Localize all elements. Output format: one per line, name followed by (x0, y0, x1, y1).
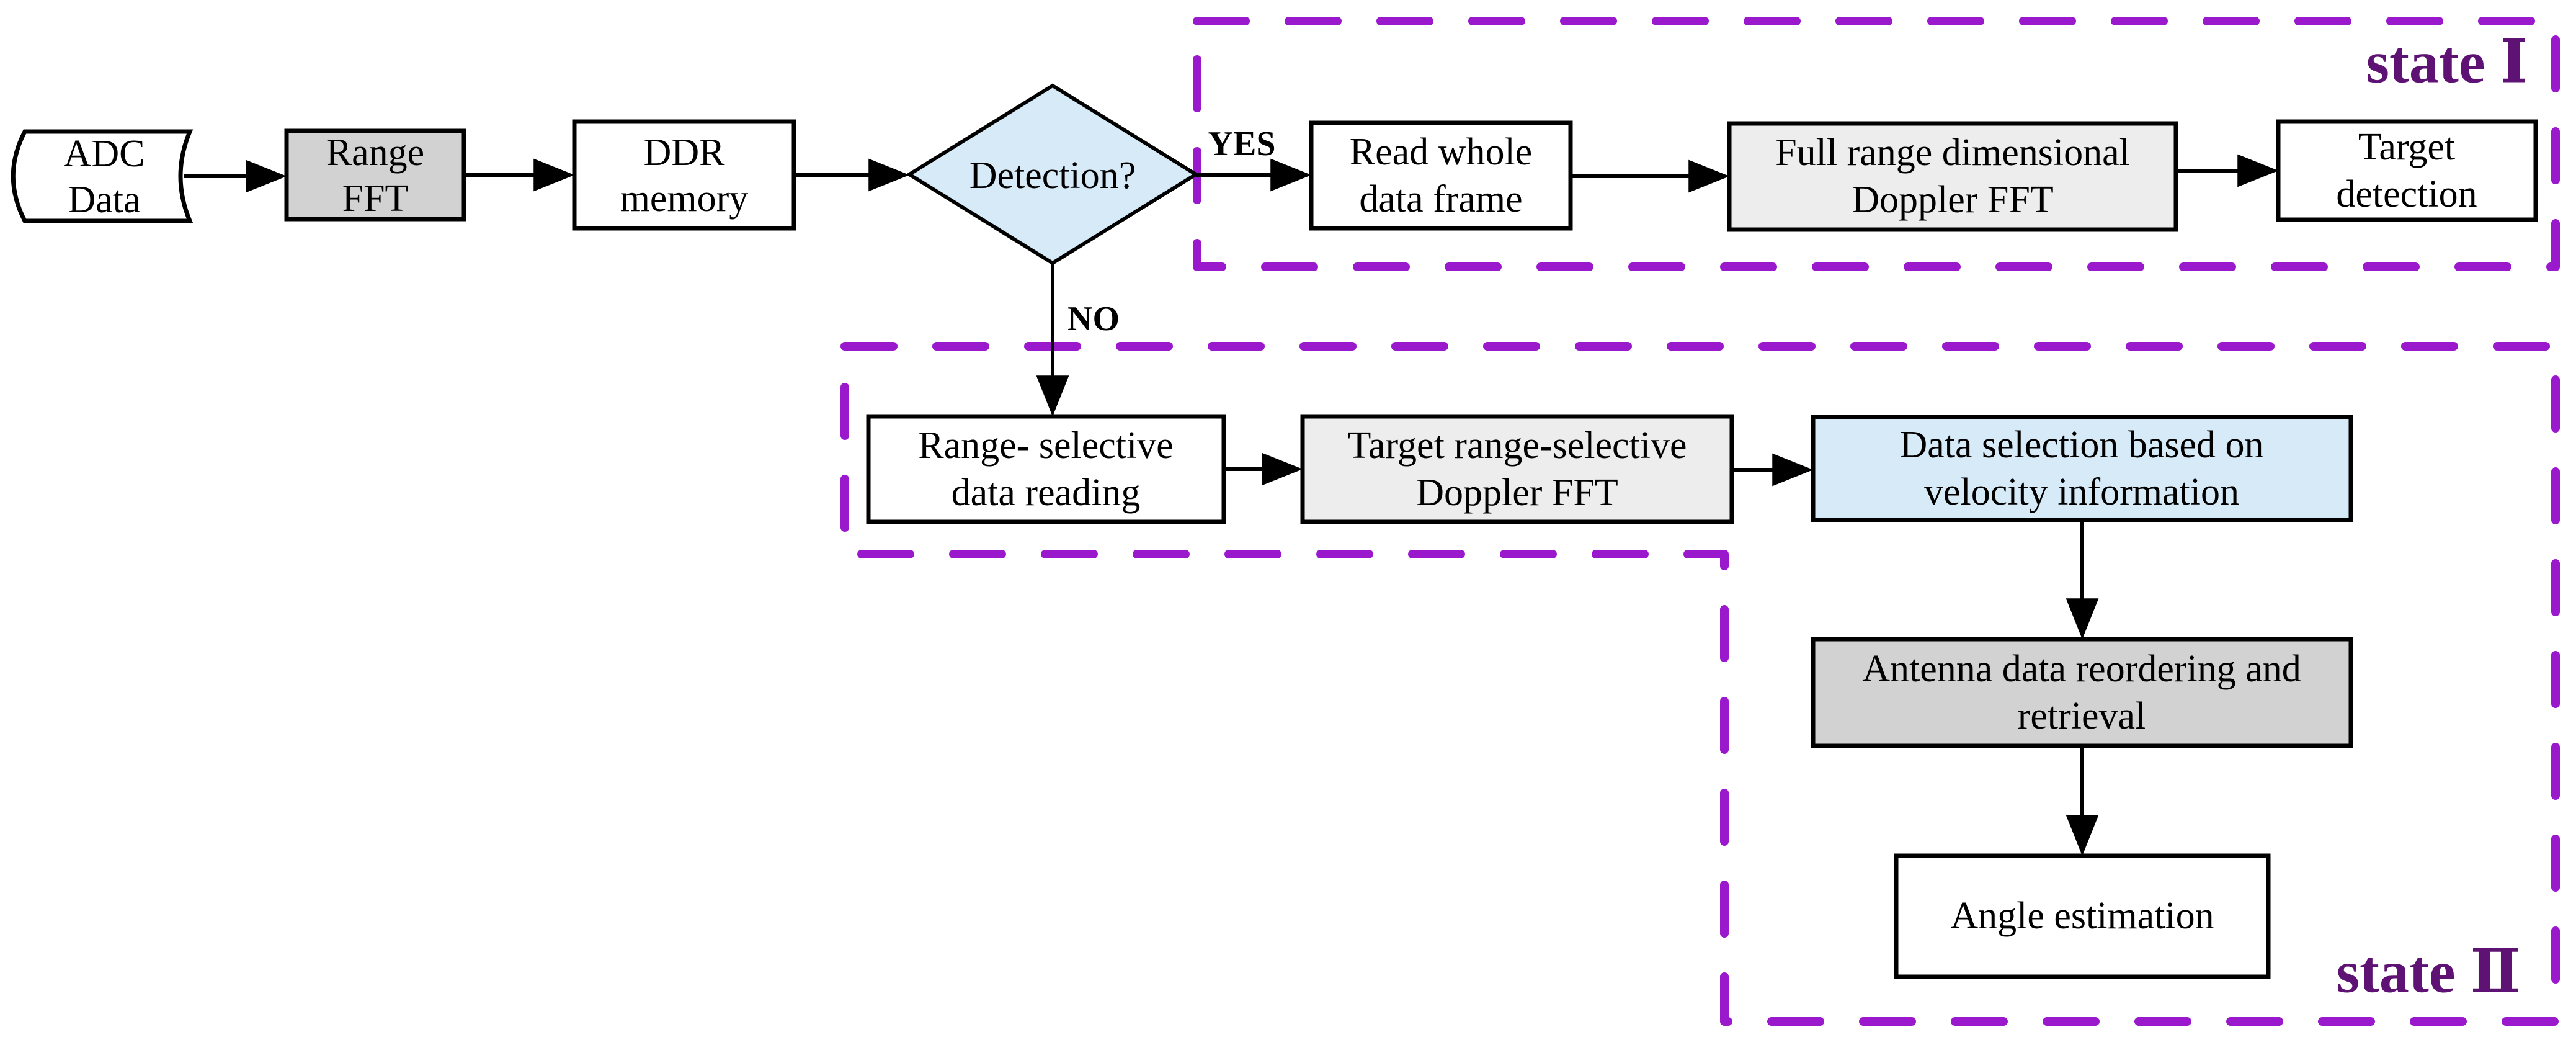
data-selection-label-line2: velocity information (1924, 471, 2239, 513)
node-read-whole-data-frame: Read whole data frame (1309, 120, 1573, 231)
adc-data-shape (11, 129, 194, 223)
node-angle-estimation: Angle estimation (1894, 853, 2271, 979)
adc-data-label-line1: ADC (64, 133, 145, 175)
target-range-selective-shape (1300, 414, 1734, 524)
read-whole-label-line2: data frame (1359, 178, 1522, 220)
target-detection-label-line1: Target (2358, 126, 2455, 168)
full-range-label-line2: Doppler FFT (1852, 179, 2054, 221)
full-range-shape (1727, 121, 2178, 232)
data-selection-shape (1811, 415, 2353, 522)
full-range-label-line1: Full range dimensional (1775, 132, 2130, 174)
yes-branch-label: YES (1208, 125, 1276, 163)
node-full-range-doppler-fft: Full range dimensional Doppler FFT (1727, 121, 2178, 232)
ddr-memory-shape (572, 119, 796, 231)
detection-diamond-shape (906, 83, 1200, 266)
antenna-reordering-label-line2: retrieval (2018, 695, 2146, 737)
detection-label: Detection? (969, 155, 1136, 197)
range-selective-label-line2: data reading (952, 472, 1141, 514)
node-target-range-selective-doppler-fft: Target range-selective Doppler FFT (1300, 414, 1734, 524)
angle-estimation-label: Angle estimation (1950, 895, 2214, 937)
range-selective-shape (866, 414, 1226, 524)
state2-label: state Ⅱ (2337, 939, 2521, 1005)
node-data-selection-velocity: Data selection based on velocity informa… (1811, 415, 2353, 522)
node-range-selective-data-reading: Range- selective data reading (866, 414, 1226, 524)
data-selection-label-line1: Data selection based on (1899, 424, 2263, 466)
range-fft-label-line1: Range (326, 132, 424, 174)
node-adc-data: ADC Data (11, 129, 194, 223)
target-detection-shape (2276, 119, 2538, 222)
adc-data-label-line2: Data (68, 179, 140, 221)
target-detection-label-line2: detection (2336, 173, 2477, 215)
node-detection-decision: Detection? (906, 83, 1200, 266)
state1-dashed-border (1193, 17, 2560, 271)
ddr-memory-label-line2: memory (620, 177, 749, 220)
target-range-selective-label-line2: Doppler FFT (1416, 472, 1618, 514)
angle-estimation-shape (1894, 853, 2271, 979)
node-ddr-memory: DDR memory (572, 119, 796, 231)
range-fft-shape (284, 128, 466, 222)
ddr-memory-label-line1: DDR (644, 132, 726, 174)
read-whole-shape (1309, 120, 1573, 231)
read-whole-label-line1: Read whole (1350, 131, 1532, 173)
no-branch-label: NO (1067, 300, 1120, 338)
antenna-reordering-label-line1: Antenna data reordering and (1862, 648, 2301, 690)
node-range-fft: Range FFT (284, 128, 466, 222)
node-target-detection: Target detection (2276, 119, 2538, 222)
state2-dashed-border (840, 342, 2560, 1026)
range-fft-label-line2: FFT (342, 177, 409, 220)
antenna-reordering-shape (1811, 637, 2353, 748)
node-antenna-data-reordering: Antenna data reordering and retrieval (1811, 637, 2353, 748)
range-selective-label-line1: Range- selective (918, 424, 1173, 467)
state1-label: state Ⅰ (2366, 29, 2528, 96)
target-range-selective-label-line1: Target range-selective (1347, 424, 1687, 467)
